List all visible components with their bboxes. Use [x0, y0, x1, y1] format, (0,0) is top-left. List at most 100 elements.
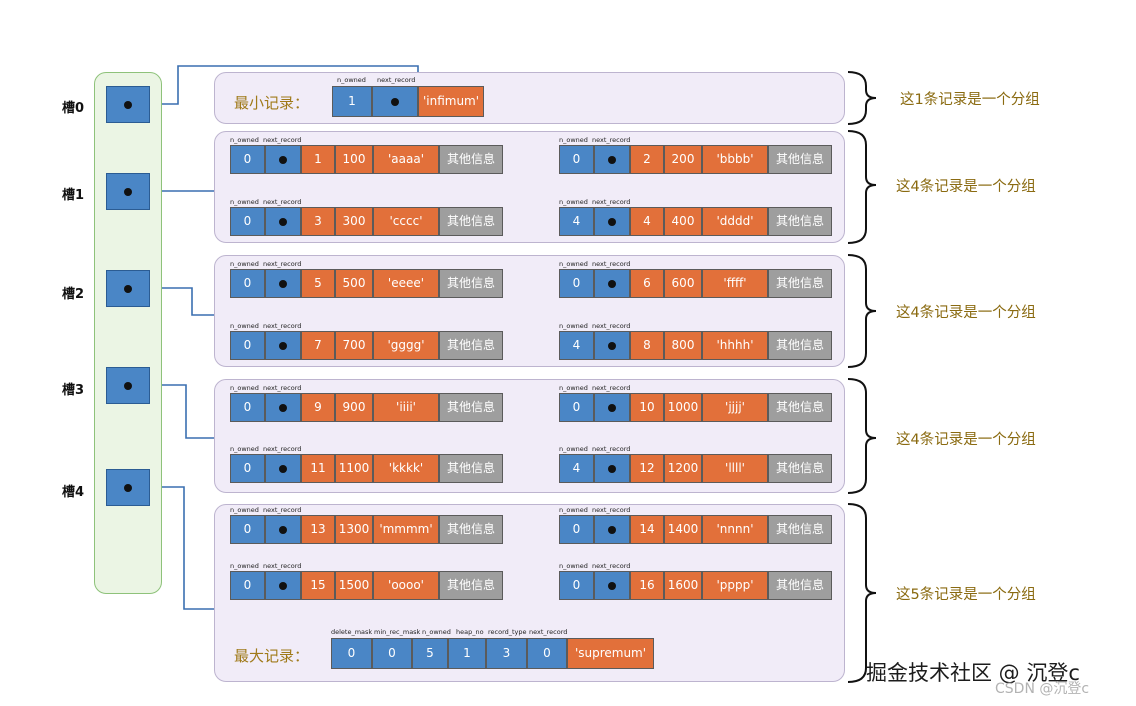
record-string: 'kkkk' — [373, 454, 439, 483]
record-n-owned: 0 — [230, 331, 265, 360]
n-owned-header: n_owned — [422, 628, 451, 636]
record-id: 3 — [301, 207, 335, 236]
pointer-dot-icon — [279, 155, 287, 164]
pointer-dot-icon — [279, 581, 287, 590]
slot-label: 槽3 — [62, 383, 85, 398]
record-other-info: 其他信息 — [439, 454, 503, 483]
record-n-owned: 0 — [230, 393, 265, 422]
pointer-dot-icon — [391, 97, 399, 106]
n-owned-header: n_owned — [559, 384, 588, 392]
group-brace — [847, 254, 877, 368]
pointer-dot-icon — [279, 341, 287, 350]
min-rec-mask-header: min_rec_mask — [374, 628, 421, 636]
slot-label: 槽1 — [62, 188, 85, 203]
next-record-header: next_record — [592, 562, 631, 570]
n-owned-header: n_owned — [230, 384, 259, 392]
record-next-record — [594, 331, 630, 360]
pointer-dot-icon — [124, 284, 132, 293]
record-id: 1 — [301, 145, 335, 174]
record-other-info: 其他信息 — [439, 207, 503, 236]
record-id: 7 — [301, 331, 335, 360]
n-owned-header: n_owned — [230, 198, 259, 206]
record-next-record — [265, 571, 301, 600]
record-id: 10 — [630, 393, 664, 422]
group-annotation: 这4条记录是一个分组 — [896, 432, 1036, 448]
next-record-header: next_record — [592, 506, 631, 514]
record-string: 'pppp' — [702, 571, 768, 600]
record-other-info: 其他信息 — [768, 571, 832, 600]
n-owned-header: n_owned — [559, 198, 588, 206]
record-id: 8 — [630, 331, 664, 360]
record-other-info: 其他信息 — [439, 145, 503, 174]
pointer-dot-icon — [608, 155, 616, 164]
slot-2-box — [106, 270, 150, 307]
record-n-owned: 4 — [559, 454, 594, 483]
delete-mask-header: delete_mask — [331, 628, 373, 636]
record-id: 14 — [630, 515, 664, 544]
pointer-dot-icon — [608, 279, 616, 288]
record-number: 100 — [335, 145, 373, 174]
record-next-record — [265, 269, 301, 298]
record-next-record — [265, 393, 301, 422]
record-next-record — [594, 515, 630, 544]
supremum-field-5: 0 — [527, 638, 567, 669]
record-next-record — [265, 331, 301, 360]
n-owned-header: n_owned — [559, 562, 588, 570]
next-record-header: next_record — [592, 136, 631, 144]
n-owned-header: n_owned — [230, 562, 259, 570]
next-record-header: next_record — [263, 384, 302, 392]
next-record-header: next_record — [263, 445, 302, 453]
group-annotation: 这4条记录是一个分组 — [896, 305, 1036, 321]
record-id: 4 — [630, 207, 664, 236]
group-brace — [847, 71, 877, 125]
heap-no-header: heap_no — [456, 628, 484, 636]
record-next-record — [265, 515, 301, 544]
group-brace — [847, 378, 877, 494]
supremum-label: 最大记录： — [234, 647, 310, 665]
record-n-owned: 0 — [559, 269, 594, 298]
next-record-header: next_record — [263, 322, 302, 330]
record-next-record — [265, 145, 301, 174]
next-record-header: next_record — [263, 260, 302, 268]
record-other-info: 其他信息 — [768, 207, 832, 236]
record-number: 500 — [335, 269, 373, 298]
next-record-header: next_record — [592, 384, 631, 392]
supremum-field-2: 5 — [412, 638, 448, 669]
n-owned-header: n_owned — [230, 136, 259, 144]
pointer-dot-icon — [608, 525, 616, 534]
pointer-dot-icon — [124, 187, 132, 196]
next-record-header: next_record — [529, 628, 568, 636]
next-record-header: next_record — [592, 445, 631, 453]
next-record-header: next_record — [263, 198, 302, 206]
record-other-info: 其他信息 — [439, 515, 503, 544]
record-number: 1600 — [664, 571, 702, 600]
record-string: 'hhhh' — [702, 331, 768, 360]
n-owned-header: n_owned — [559, 136, 588, 144]
infimum-label: 最小记录： — [234, 94, 310, 112]
record-id: 11 — [301, 454, 335, 483]
pointer-dot-icon — [124, 381, 132, 390]
supremum-field-0: 0 — [331, 638, 372, 669]
record-other-info: 其他信息 — [439, 331, 503, 360]
record-number: 400 — [664, 207, 702, 236]
next-record-header: next_record — [263, 506, 302, 514]
record-string: 'dddd' — [702, 207, 768, 236]
record-id: 9 — [301, 393, 335, 422]
group-brace — [847, 130, 877, 244]
n-owned-header: n_owned — [230, 445, 259, 453]
supremum-field-3: 1 — [448, 638, 486, 669]
record-next-record — [594, 454, 630, 483]
record-string: 'bbbb' — [702, 145, 768, 174]
pointer-dot-icon — [279, 403, 287, 412]
watermark-main: 掘金技术社区 @ 沉登c — [866, 661, 1080, 685]
record-other-info: 其他信息 — [768, 145, 832, 174]
record-string: 'aaaa' — [373, 145, 439, 174]
pointer-dot-icon — [279, 464, 287, 473]
n-owned-header: n_owned — [230, 260, 259, 268]
record-string: 'llll' — [702, 454, 768, 483]
record-id: 2 — [630, 145, 664, 174]
slot-1-box — [106, 173, 150, 210]
pointer-dot-icon — [124, 483, 132, 492]
n-owned-header: n_owned — [337, 76, 366, 84]
record-number: 1000 — [664, 393, 702, 422]
